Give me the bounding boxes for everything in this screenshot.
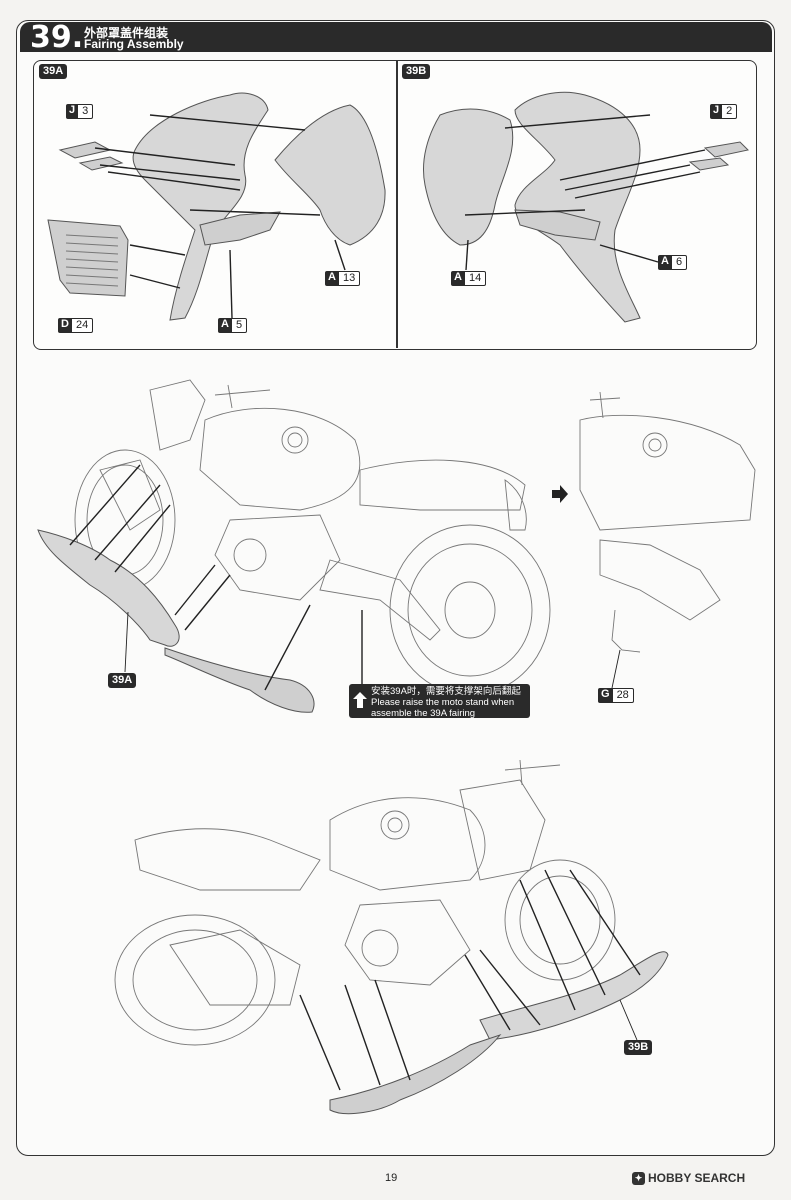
- kickstand-detail-sketch: [579, 391, 756, 653]
- note-en-2: assemble the 39A fairing: [371, 708, 476, 719]
- assembly-arrows-39a: [94, 114, 346, 319]
- part-letter: A: [325, 271, 339, 286]
- panel-39a-label: 39A: [39, 64, 68, 79]
- watermark-text: HOBBY SEARCH: [648, 1171, 746, 1185]
- part-letter: G: [598, 688, 613, 703]
- callout-39b: 39B: [624, 1040, 653, 1055]
- panel-39b-label: 39B: [402, 64, 431, 79]
- subassembly-divider: [396, 61, 398, 348]
- fairing-39a-parts: [47, 92, 386, 321]
- callout-leaders: [124, 611, 638, 1041]
- part-number: 2: [722, 104, 738, 119]
- part-number: 24: [71, 318, 94, 333]
- motorcycle-sketch-mid: [74, 379, 551, 696]
- part-letter: J: [66, 104, 79, 119]
- step-title-cn: 外部罩盖件组装: [84, 26, 169, 40]
- assembly-arrows-mid: [69, 464, 363, 691]
- part-letter: A: [658, 255, 672, 270]
- motorcycle-sketch-bottom: [114, 759, 616, 1046]
- part-number: 14: [464, 271, 487, 286]
- up-arrow-icon: [353, 692, 367, 708]
- part-letter: A: [451, 271, 465, 286]
- subassembly-box: [33, 60, 757, 350]
- assembly-arrows-bottom: [299, 869, 641, 1091]
- part-letter: D: [58, 318, 72, 333]
- fairing-39b-parts: [422, 91, 750, 323]
- part-number: 6: [671, 255, 688, 270]
- part-letter: A: [218, 318, 232, 333]
- assembly-arrows-39b: [464, 114, 706, 271]
- note-en-1: Please raise the moto stand when: [371, 697, 515, 708]
- stand-note: 安装39A时，需要将支撑架向后翻起 Please raise the moto …: [349, 684, 530, 719]
- step-arrow-icon: [552, 485, 568, 503]
- part-number: 3: [78, 104, 94, 119]
- watermark: ✦ HOBBY SEARCH: [632, 1171, 745, 1185]
- part-number: 28: [612, 688, 634, 703]
- callout-39a: 39A: [108, 673, 137, 688]
- part-number: 13: [338, 271, 361, 286]
- page-number: 19: [385, 1172, 398, 1184]
- step-number: 39.: [30, 20, 84, 55]
- step-banner: [20, 22, 772, 52]
- part-number: 5: [231, 318, 248, 333]
- part-letter: J: [710, 104, 723, 119]
- step-title-en: Fairing Assembly: [84, 37, 184, 51]
- belly-pan-39b: [329, 951, 669, 1115]
- note-cn: 安装39A时，需要将支撑架向后翻起: [371, 686, 521, 697]
- watermark-logo-icon: ✦: [632, 1171, 645, 1185]
- belly-pan-39a: [37, 529, 315, 713]
